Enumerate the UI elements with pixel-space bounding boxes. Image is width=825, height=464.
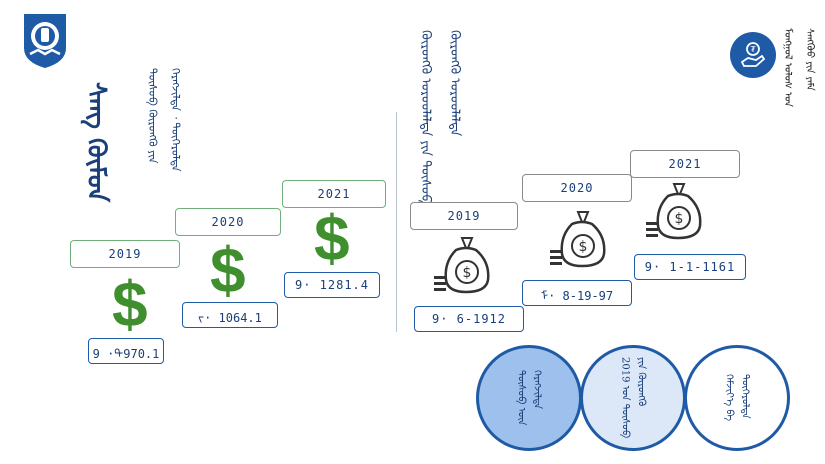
right-value-box: ᠮ· 8-19-97 [522,280,632,306]
dollar-icon: $ [210,234,246,306]
hand-coin-icon: ₮ [730,32,776,78]
right-title-line-2: ᠬᠥᠷᠥᠩᠭᠦ ᠣᠷᠤᠤᠯᠠᠯᠲᠠ [447,30,462,137]
right-year-box: 2019 [410,202,518,230]
process-step-label: ᠲᠥᠰᠥᠪ ᠦᠨ [515,370,527,426]
organization-name-line-1: ᠮᠣᠩᠭᠣᠯ ᠤᠯᠤᠰ ᠤᠨ [782,28,793,107]
divider [396,112,397,332]
left-subtitle-line-2: ᠬᠡᠷᠡᠭᠵᠢᠯᠲᠡ ᠂ ᠲᠥᠭᠡᠷᠦᠯᠲᠡ [169,68,182,172]
money-bag-icon: $ [548,206,610,276]
svg-text:$: $ [579,239,588,255]
organization-name-line-2: ᠰᠠᠩᠬᠦᠦ ᠶᠢᠨ ᠶᠠᠮᠠ [804,28,815,91]
process-step-2: 2019 ᠤᠨ ᠲᠥᠰᠥᠪ ᠶᠢᠨ ᠬᠥᠷᠥᠩᠭᠦ [580,345,686,451]
svg-text:$: $ [675,211,684,227]
left-year-box: 2019 [70,240,180,268]
process-step-label: 2019 ᠤᠨ ᠲᠥᠰᠥᠪ [619,357,631,439]
emblem-logo [18,10,72,70]
right-value-box: 9· 6-1912 [414,306,524,332]
process-step-1: ᠲᠥᠰᠥᠪ ᠦᠨ ᠬᠡᠷᠡᠭᠵᠢᠯᠲᠡ [476,345,582,451]
process-step-label: ᠬᠡᠮᠵᠢᠶ᠎ᠡ ᠪᠠ [723,374,735,422]
left-subtitle-line-1: ᠲᠥᠰᠥᠪ ᠬᠥᠷᠦᠩᠭᠦ ᠶᠢᠨ [146,68,159,164]
dollar-icon: $ [112,268,148,340]
right-year-box: 2021 [630,150,740,178]
emblem-icon [24,14,66,68]
money-bag-icon: $ [644,178,706,248]
left-year-box: 2020 [175,208,281,236]
organization-name: ᠮᠣᠩᠭᠣᠯ ᠤᠯᠤᠰ ᠤᠨ ᠰᠠᠩᠬᠦᠦ ᠶᠢᠨ ᠶᠠᠮᠠ [782,28,822,158]
right-year-box: 2020 [522,174,632,202]
svg-text:₮: ₮ [750,45,756,54]
process-step-label: ᠬᠡᠷᠡᠭᠵᠢᠯᠲᠡ [531,370,543,410]
dollar-icon: $ [314,202,350,274]
left-value-box: ᠵ· 1064.1 [182,302,278,328]
left-value-box: 9 ·ᠲ970.1 [88,338,164,364]
process-step-3: ᠬᠡᠮᠵᠢᠶ᠎ᠡ ᠪᠠ ᠲᠥᠭᠡᠷᠦᠯᠲᠡ [684,345,790,451]
money-bag-icon: $ [432,232,494,302]
left-title: ᠰᠠᠩ ᠬᠥᠮᠥᠨ [81,82,111,203]
svg-text:$: $ [463,265,472,281]
right-value-box: 9· 1-1-1161 [634,254,746,280]
left-subtitle: ᠲᠥᠰᠥᠪ ᠬᠥᠷᠦᠩᠭᠦ ᠶᠢᠨ ᠬᠡᠷᠡᠭᠵᠢᠯᠲᠡ ᠂ ᠲᠥᠭᠡᠷᠦᠯᠲᠡ [145,68,187,198]
right-title: ᠬᠥᠷᠥᠩᠭᠦ ᠣᠷᠤᠤᠯᠠᠯᠲᠠ ᠶᠢᠨ ᠲᠥᠰᠥᠪ ᠂ ᠬᠥᠷᠥᠩᠭᠦ ᠣᠷ… [418,30,470,215]
process-step-label: ᠶᠢᠨ ᠬᠥᠷᠥᠩᠭᠦ [635,357,647,407]
process-step-label: ᠲᠥᠭᠡᠷᠦᠯᠲᠡ [739,374,751,420]
right-title-line-1: ᠬᠥᠷᠥᠩᠭᠦ ᠣᠷᠤᠤᠯᠠᠯᠲᠠ ᠶᠢᠨ ᠲᠥᠰᠥᠪ ᠂ [418,30,433,215]
left-value-box: 9· 1281.4 [284,272,380,298]
left-year-box: 2021 [282,180,386,208]
